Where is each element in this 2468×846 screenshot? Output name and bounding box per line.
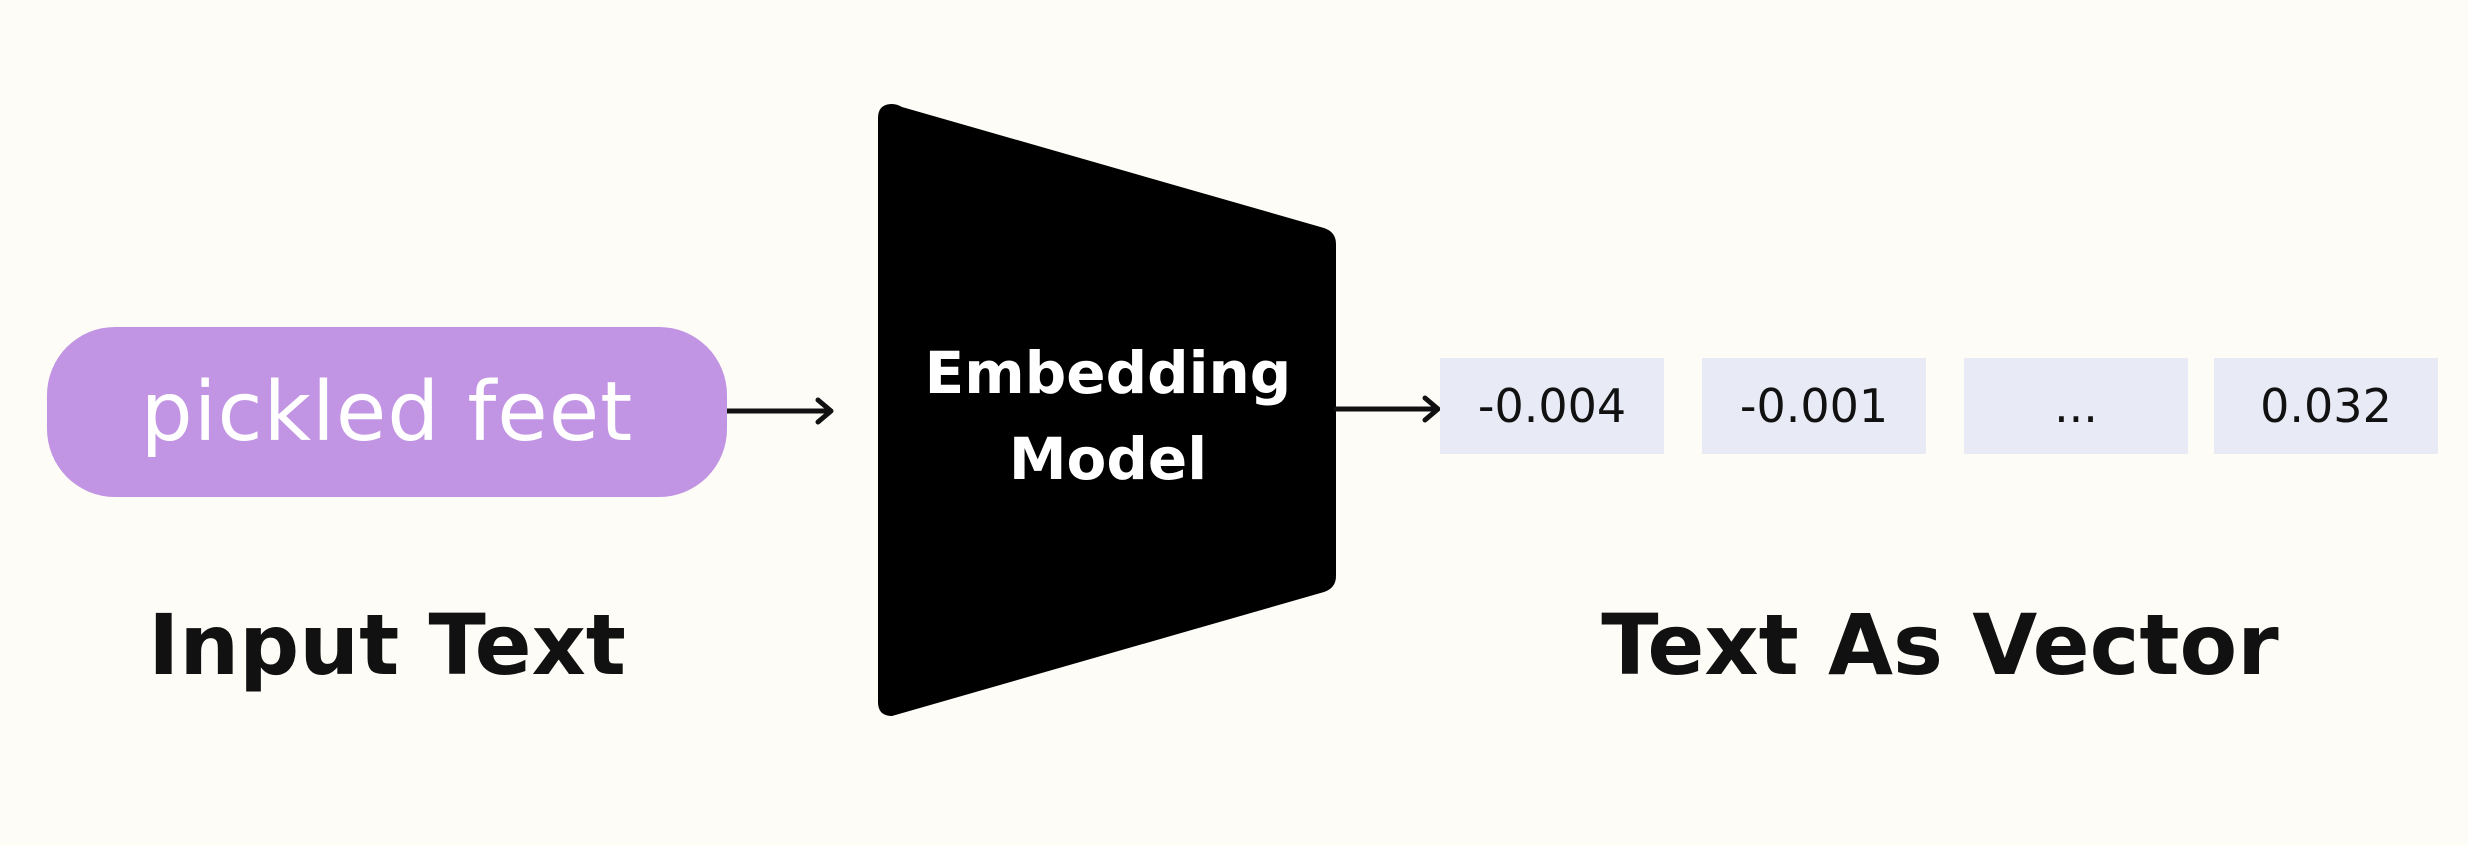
input-caption: Input Text <box>148 596 626 694</box>
model-label-line1: Embedding <box>924 339 1292 407</box>
vector-value-1: -0.001 <box>1739 379 1889 433</box>
embedding-model-shape <box>878 104 1336 716</box>
vector-value-3: 0.032 <box>2260 379 2392 433</box>
model-label-line2: Model <box>1008 425 1208 493</box>
vector-value-0: -0.004 <box>1477 379 1627 433</box>
input-text-value: pickled feet <box>140 364 634 460</box>
vector-cell-3: 0.032 <box>2214 358 2438 454</box>
input-text-pill: pickled feet <box>47 327 727 497</box>
embedding-model-label: Embedding Model <box>878 330 1338 502</box>
vector-caption: Text As Vector <box>1601 596 2279 694</box>
input-arrow-icon <box>724 397 834 425</box>
vector-cell-1: -0.001 <box>1702 358 1926 454</box>
vector-cell-0: -0.004 <box>1440 358 1664 454</box>
output-arrow-icon <box>1333 395 1441 423</box>
vector-value-2: ... <box>2054 379 2098 433</box>
vector-cell-ellipsis: ... <box>1964 358 2188 454</box>
